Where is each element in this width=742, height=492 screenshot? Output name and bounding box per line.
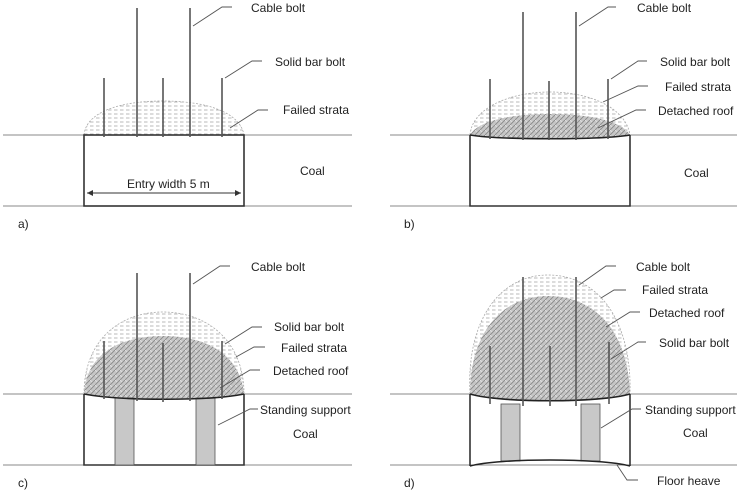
leader-line	[192, 265, 230, 285]
entry-opening	[83, 134, 245, 207]
label-detached-roof: Detached roof	[649, 306, 725, 320]
leader-line	[597, 109, 646, 129]
leader-line	[600, 408, 641, 429]
leader-line	[605, 311, 640, 328]
panel-d: Cable bolt Failed strata Detached roof S…	[390, 260, 737, 490]
panel-a: Cable bolt Solid bar bolt Failed strata …	[3, 1, 352, 231]
panel-c: Cable bolt Solid bar bolt Failed strata …	[3, 260, 352, 490]
label-failed-strata: Failed strata	[283, 103, 349, 117]
leader-line	[610, 341, 646, 360]
leader-line	[578, 6, 616, 27]
leader-line	[217, 408, 258, 426]
leader-line	[219, 369, 260, 389]
label-floor-heave: Floor heave	[657, 474, 721, 488]
label-entry-width: Entry width 5 m	[127, 177, 210, 191]
label-coal: Coal	[293, 427, 318, 441]
label-coal: Coal	[300, 164, 325, 178]
sagging-roof-line	[83, 393, 245, 401]
standing-support	[195, 397, 216, 466]
label-detached-roof: Detached roof	[658, 104, 734, 118]
label-cable-bolt: Cable bolt	[636, 260, 691, 274]
label-cable-bolt: Cable bolt	[251, 1, 306, 15]
label-cable-bolt: Cable bolt	[251, 260, 306, 274]
leader-line	[602, 85, 648, 103]
leader-line	[229, 109, 268, 129]
standing-support	[114, 397, 135, 466]
label-coal: Coal	[684, 166, 709, 180]
leader-line	[192, 6, 232, 27]
label-solid-bar-bolt: Solid bar bolt	[659, 336, 730, 350]
panel-label: d)	[404, 476, 415, 490]
label-solid-bar-bolt: Solid bar bolt	[274, 320, 345, 334]
entry-opening	[469, 135, 631, 207]
label-standing-support: Standing support	[260, 403, 351, 417]
standing-support	[580, 403, 601, 462]
leader-line	[616, 464, 638, 481]
standing-support	[500, 403, 521, 462]
leader-line	[224, 60, 262, 79]
label-coal: Coal	[683, 426, 708, 440]
entry-walls	[469, 394, 631, 466]
failed-strata-zone	[83, 100, 245, 136]
detached-roof-zone	[84, 336, 244, 399]
sagging-roof-line	[469, 134, 631, 140]
detached-roof-zone	[470, 114, 630, 138]
label-solid-bar-bolt: Solid bar bolt	[660, 55, 731, 69]
label-standing-support: Standing support	[645, 403, 736, 417]
panel-label: a)	[18, 217, 29, 231]
leader-line	[600, 289, 626, 299]
entry-opening	[83, 394, 245, 466]
label-failed-strata: Failed strata	[665, 80, 731, 94]
heaved-floor-line	[469, 459, 631, 467]
label-cable-bolt: Cable bolt	[637, 1, 692, 15]
leader-line	[235, 346, 265, 358]
label-solid-bar-bolt: Solid bar bolt	[275, 55, 346, 69]
leader-line	[610, 60, 647, 80]
label-failed-strata: Failed strata	[281, 341, 347, 355]
label-failed-strata: Failed strata	[642, 283, 708, 297]
leader-line	[224, 326, 262, 345]
label-detached-roof: Detached roof	[273, 364, 349, 378]
panel-b: Cable bolt Solid bar bolt Failed strata …	[390, 1, 737, 231]
leader-line	[578, 265, 616, 286]
panel-label: c)	[18, 476, 28, 490]
panel-label: b)	[404, 217, 415, 231]
